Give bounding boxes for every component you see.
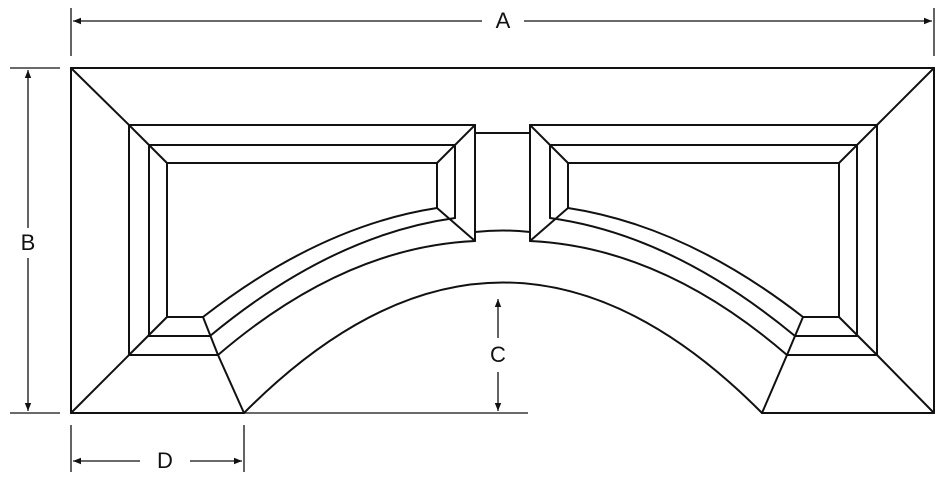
center-keystone	[474, 132, 531, 233]
dimension-d-label: D	[151, 450, 179, 472]
dimension-b	[10, 67, 60, 414]
dimension-b-label: B	[14, 232, 42, 254]
outer-arch	[243, 281, 763, 414]
left-panel	[128, 124, 476, 414]
outer-frame	[70, 67, 935, 414]
right-panel	[529, 124, 878, 414]
dimension-d	[70, 425, 245, 472]
dimension-a-label: A	[489, 10, 517, 32]
dimension-c-label: C	[484, 344, 512, 366]
dimension-a	[70, 8, 935, 56]
dimension-c	[244, 299, 528, 414]
